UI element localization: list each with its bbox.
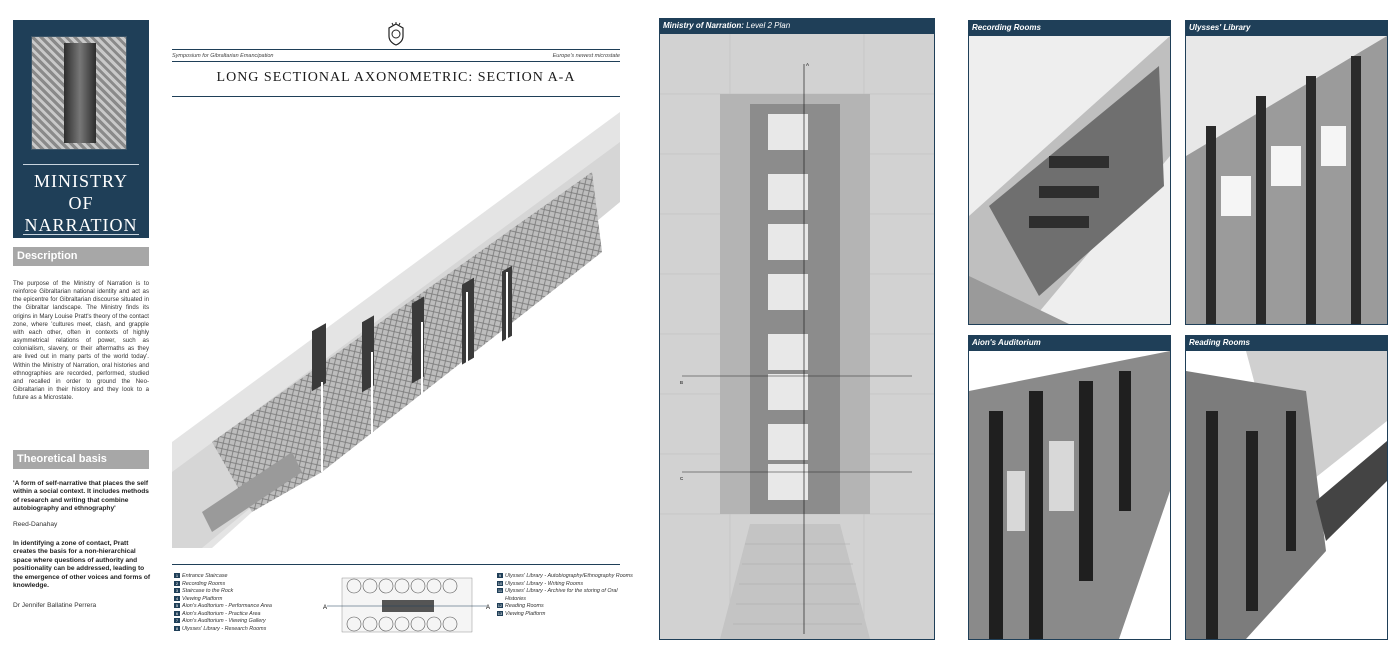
minimap-marker-right: A bbox=[486, 605, 490, 611]
title-rule-top bbox=[23, 164, 139, 165]
plan-marker-b: B bbox=[680, 380, 683, 385]
detail-panel-ulysses-library: Ulysses' Library bbox=[1185, 20, 1388, 325]
crest-icon bbox=[388, 22, 404, 46]
sheet-right-meta: Europe's newest microstate bbox=[552, 53, 620, 59]
detail-title-bar: Recording Rooms bbox=[969, 21, 1170, 42]
detail-title-bar: Reading Rooms bbox=[1186, 336, 1387, 357]
level-2-plan-panel: Ministry of Narration: Level 2 Plan bbox=[659, 18, 935, 640]
legend-item: Histories bbox=[505, 595, 526, 602]
reading-rooms-render bbox=[1186, 351, 1387, 639]
sheet-rule-under-title bbox=[172, 96, 620, 97]
plan-title-rest: Level 2 Plan bbox=[743, 21, 791, 30]
detail-panel-reading-rooms: Reading Rooms bbox=[1185, 335, 1388, 640]
author-reed-danahay: Reed-Danahay bbox=[13, 521, 58, 528]
detail-title-bar: Ulysses' Library bbox=[1186, 21, 1387, 42]
recording-rooms-render bbox=[969, 36, 1170, 324]
theoretical-basis-heading: Theoretical basis bbox=[13, 450, 149, 469]
sheet-title: LONG SECTIONAL AXONOMETRIC: SECTION A-A bbox=[216, 70, 576, 85]
key-plan-minimap: A A bbox=[323, 577, 490, 633]
plan-title-bold: Ministry of Narration: bbox=[663, 21, 744, 30]
detail-panel-recording-rooms: Recording Rooms bbox=[968, 20, 1171, 325]
sheet-rule-legend bbox=[172, 564, 620, 565]
sheet-rule-mid bbox=[172, 61, 620, 62]
ulysses-library-render bbox=[1186, 36, 1387, 324]
detail-panel-aions-auditorium: Aion's Auditorium bbox=[968, 335, 1171, 640]
sheet-rule-top bbox=[172, 49, 620, 50]
author-perrera: Dr Jennifer Ballatine Perrera bbox=[13, 602, 97, 609]
minimap-marker-left: A bbox=[323, 605, 327, 611]
detail-title-bar: Aion's Auditorium bbox=[969, 336, 1170, 357]
sectional-axonometric-drawing bbox=[172, 112, 620, 548]
title-thumbnail-image bbox=[31, 36, 127, 150]
aions-auditorium-render bbox=[969, 351, 1170, 639]
plan-title-bar: Ministry of Narration: Level 2 Plan bbox=[660, 19, 934, 40]
plan-marker-c: C bbox=[680, 476, 684, 481]
quote-pratt: In identifying a zone of contact, Pratt … bbox=[13, 540, 151, 590]
description-heading: Description bbox=[13, 247, 149, 266]
title-rule-bottom bbox=[23, 234, 139, 235]
project-title: MINISTRY OF NARRATION bbox=[24, 171, 138, 235]
description-body: The purpose of the Ministry of Narration… bbox=[13, 280, 149, 402]
level-2-plan-drawing: A B C bbox=[660, 34, 934, 639]
quote-reed-danahay: 'A form of self-narrative that places th… bbox=[13, 480, 149, 513]
plan-marker-a: A bbox=[806, 62, 809, 67]
title-card: MINISTRY OF NARRATION bbox=[13, 20, 149, 238]
sheet-left-meta: Symposium for Gibraltarian Emancipation bbox=[172, 53, 274, 59]
